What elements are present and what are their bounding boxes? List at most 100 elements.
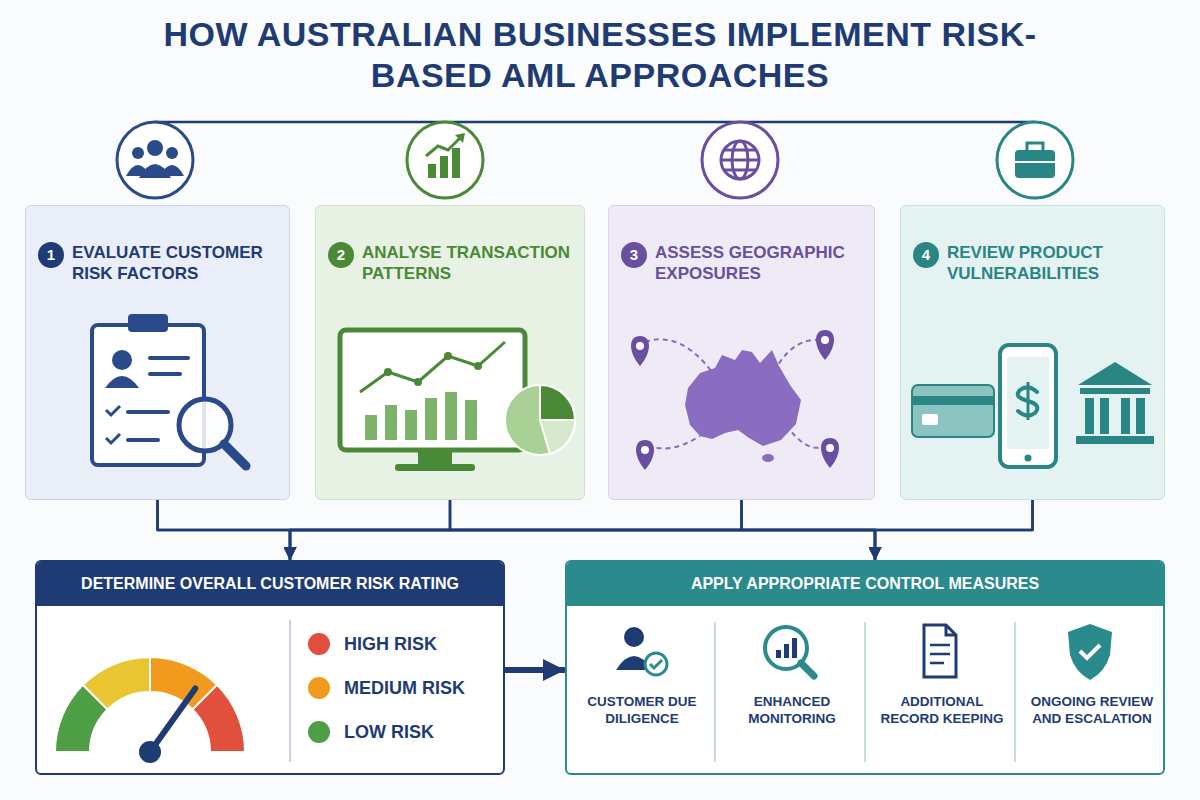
monitor-illustration [340, 330, 575, 471]
risk-gauge [150, 689, 195, 752]
legend-row: HIGH RISK [308, 622, 465, 666]
product-illustration [1027, 382, 1030, 420]
clipboard-illustration [105, 376, 139, 388]
icon-circle [702, 122, 778, 198]
monitor-illustration [385, 405, 397, 440]
monitor-illustration [414, 378, 422, 386]
step-number: 4 [913, 242, 939, 268]
person-check-icon [616, 627, 667, 675]
legend-swatch [308, 633, 330, 655]
product-illustration [1080, 388, 1150, 394]
control-item: ONGOING REVIEW AND ESCALATION [1017, 694, 1167, 766]
risk-gauge [55, 657, 245, 763]
box-fill [25, 205, 290, 500]
australia-map [631, 336, 649, 366]
step-heading: ANALYSE TRANSACTION PATTERNS [362, 242, 574, 285]
monitor-illustration [405, 410, 417, 440]
growth-chart-icon [440, 156, 448, 178]
legend-label: HIGH RISK [344, 634, 437, 655]
product-illustration [1078, 362, 1152, 385]
australia-map [778, 340, 820, 365]
shield-icon [1080, 645, 1100, 658]
monitor-illustration [360, 342, 505, 392]
step-number: 3 [621, 242, 647, 268]
result-panel: APPLY APPROPRIATE CONTROL MEASURESCUSTOM… [565, 560, 1165, 775]
monitor-illustration [445, 392, 457, 440]
australia-map [636, 336, 834, 454]
growth-chart-icon [428, 164, 436, 178]
document-icon [924, 625, 956, 677]
clipboard-illustration [224, 444, 246, 466]
box-fill [25, 205, 1165, 775]
monitor-illustration [540, 385, 575, 420]
australia-map [816, 330, 834, 360]
step-card: 4 REVIEW PRODUCT VULNERABILITIES [900, 205, 1165, 500]
product-illustration [1000, 345, 1056, 467]
step-heading: EVALUATE CUSTOMER RISK FACTORS [72, 242, 279, 285]
growth-chart-icon [426, 133, 465, 178]
monitoring-icon [765, 627, 814, 676]
risk-gauge [192, 685, 245, 752]
legend-swatch [308, 677, 330, 699]
flow-connector [450, 500, 875, 560]
header-rail [155, 121, 1035, 124]
panel-heading: APPLY APPROPRIATE CONTROL MEASURES [567, 562, 1163, 606]
divider-line [714, 622, 716, 762]
people-icon [147, 140, 163, 156]
australia-map [645, 339, 827, 448]
step-card: 2ANALYSE TRANSACTION PATTERNS [315, 205, 585, 500]
australia-map [821, 438, 839, 468]
monitor-illustration [384, 352, 482, 386]
monitor-illustration [505, 385, 575, 455]
growth-chart-icon [426, 136, 462, 156]
step-card: 3ASSESS GEOGRAPHIC EXPOSURES [608, 205, 875, 500]
control-item: ENHANCED MONITORING [717, 694, 867, 766]
monitor-illustration [384, 368, 392, 376]
document-icon [930, 645, 950, 663]
australia-map [636, 440, 654, 470]
monitor-illustration [425, 398, 437, 440]
australia-map [641, 446, 649, 454]
flow-connector [742, 500, 876, 560]
control-label: ENHANCED MONITORING [725, 694, 859, 728]
divider-line [1014, 622, 1016, 762]
product-illustration [922, 414, 938, 425]
globe-icon [724, 150, 756, 170]
product-illustration [1085, 398, 1145, 434]
monitor-illustration [365, 392, 477, 440]
australia-map [762, 454, 774, 462]
flow-connector [505, 667, 565, 673]
product-illustration [1076, 436, 1154, 444]
people-icon [132, 147, 144, 159]
risk-gauge [83, 657, 150, 710]
icon-circle [407, 122, 483, 198]
legend-label: MEDIUM RISK [344, 678, 465, 699]
product-illustration [912, 396, 994, 405]
clipboard-illustration [106, 406, 120, 443]
australia-map [826, 444, 834, 452]
result-panel: DETERMINE OVERALL CUSTOMER RISK RATING [35, 560, 505, 775]
box-fill [35, 560, 505, 775]
monitor-illustration [465, 400, 477, 440]
divider-line [864, 622, 866, 762]
divider-line [715, 622, 1015, 762]
monitor-illustration [365, 415, 377, 440]
icon-circle [117, 122, 1073, 198]
step-heading: REVIEW PRODUCT VULNERABILITIES [947, 242, 1154, 285]
globe-icon [721, 159, 759, 162]
divider-line [289, 620, 291, 762]
australia-map [821, 336, 829, 344]
person-check-icon [624, 627, 644, 647]
document-icon [924, 625, 956, 677]
person-check-icon [650, 660, 662, 668]
people-icon [166, 147, 178, 159]
icon-circle [997, 122, 1073, 198]
monitor-illustration [444, 352, 452, 360]
legend-row: MEDIUM RISK [308, 666, 465, 710]
globe-icon [721, 141, 759, 179]
legend-swatch [308, 721, 330, 743]
step-card: 1EVALUATE CUSTOMER RISK FACTORS [25, 205, 290, 500]
flow-connector [158, 500, 876, 560]
monitoring-icon [792, 638, 797, 658]
